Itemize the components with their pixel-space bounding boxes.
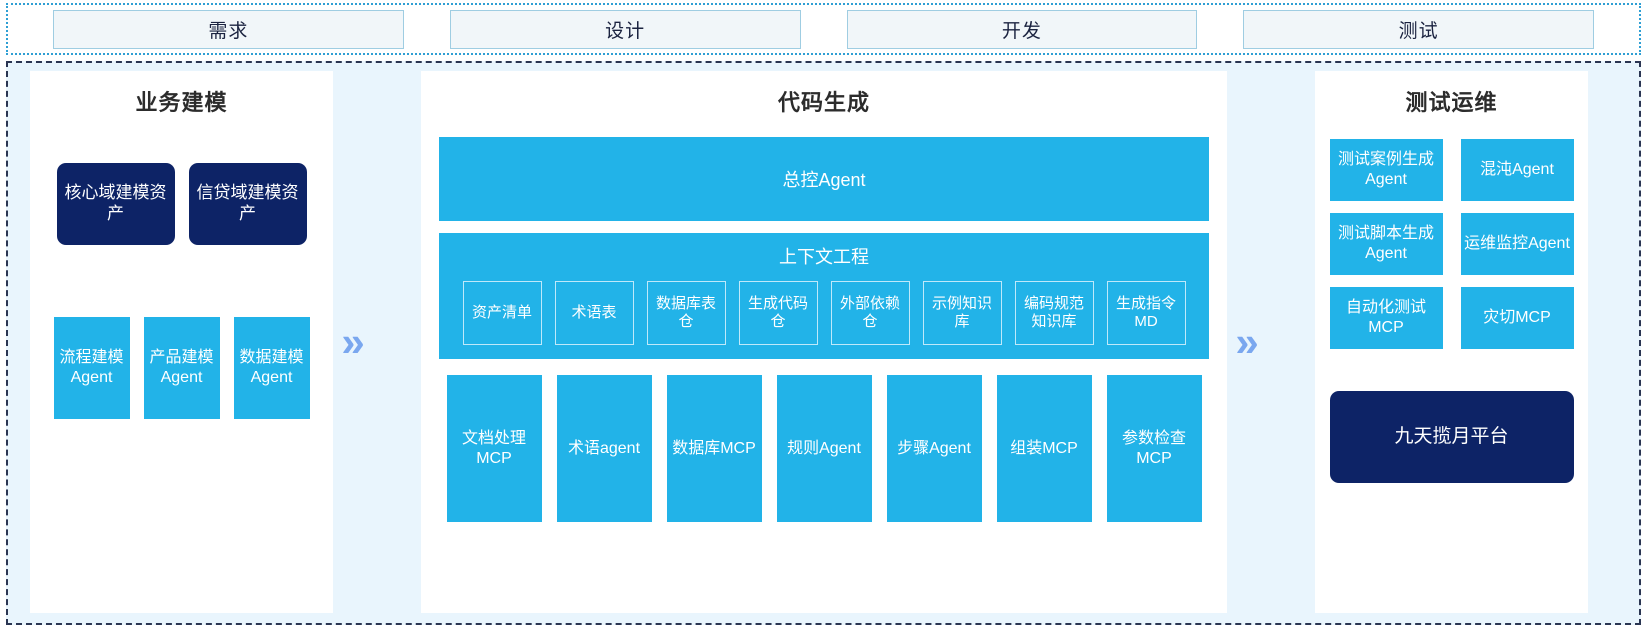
stage-item-development[interactable]: 开发: [846, 9, 1198, 49]
stage-label: 测试: [1398, 20, 1439, 42]
card-label: 自动化测试MCP: [1345, 299, 1426, 336]
context-item-generation-instruction-md[interactable]: 生成指令MD: [1106, 281, 1186, 345]
panel-test-operations: 测试运维 测试案例生成Agent 混沌Agent 测试脚本生成Agent 运维监…: [1315, 71, 1588, 613]
ops-card-automated-test-mcp[interactable]: 自动化测试MCP: [1329, 287, 1443, 349]
tool-card-rule-agent[interactable]: 规则Agent: [776, 375, 872, 522]
agent-card-product-modeling[interactable]: 产品建模Agent: [143, 317, 220, 419]
card-label: 测试案例生成Agent: [1337, 151, 1434, 188]
item-label: 资产清单: [471, 304, 532, 321]
context-item-row: 资产清单 术语表 数据库表仓 生成代码仓 外部依赖仓 示例知: [462, 281, 1186, 345]
card-label: 信贷域建模资产: [196, 183, 299, 223]
context-item-coding-standard-knowledge-base[interactable]: 编码规范知识库: [1014, 281, 1094, 345]
context-engineering-title: 上下文工程: [779, 247, 869, 267]
card-label: 术语agent: [567, 439, 641, 457]
item-label: 外部依赖仓: [839, 295, 900, 330]
item-label: 术语表: [571, 304, 617, 321]
tool-card-step-agent[interactable]: 步骤Agent: [886, 375, 982, 522]
context-item-db-table-repo[interactable]: 数据库表仓: [646, 281, 726, 345]
panel-code-generation: 代码生成 总控Agent 上下文工程 资产清单 术语表 数据库表仓: [421, 71, 1227, 613]
panel-title: 代码生成: [777, 90, 870, 115]
context-item-glossary[interactable]: 术语表: [554, 281, 634, 345]
platform-card-jiutian-lanyue[interactable]: 九天揽月平台: [1329, 391, 1574, 483]
stage-bar: 需求 设计 开发 测试: [6, 3, 1641, 55]
business-asset-card-row: 核心域建模资产 信贷域建模资产: [56, 163, 307, 245]
item-label: 数据库表仓: [655, 295, 716, 330]
panel-title: 业务建模: [135, 90, 228, 115]
tool-card-database-mcp[interactable]: 数据库MCP: [666, 375, 762, 522]
card-label: 流程建模Agent: [59, 349, 124, 386]
item-label: 生成指令MD: [1115, 295, 1176, 330]
test-ops-card-grid: 测试案例生成Agent 混沌Agent 测试脚本生成Agent 运维监控Agen…: [1329, 139, 1574, 349]
stage-item-requirements[interactable]: 需求: [53, 9, 404, 49]
ops-card-disaster-switch-mcp[interactable]: 灾切MCP: [1460, 287, 1574, 349]
item-label: 编码规范知识库: [1023, 295, 1084, 330]
card-label: 数据建模Agent: [239, 349, 304, 386]
ops-card-operations-monitoring-agent[interactable]: 运维监控Agent: [1460, 213, 1574, 275]
ops-card-test-case-generation-agent[interactable]: 测试案例生成Agent: [1329, 139, 1443, 201]
context-item-example-knowledge-base[interactable]: 示例知识库: [922, 281, 1002, 345]
card-label: 运维监控Agent: [1464, 235, 1570, 253]
asset-card-core-domain[interactable]: 核心域建模资产: [56, 163, 175, 245]
agent-card-data-modeling[interactable]: 数据建模Agent: [233, 317, 310, 419]
card-label: 核心域建模资产: [64, 183, 167, 223]
ops-card-chaos-agent[interactable]: 混沌Agent: [1460, 139, 1574, 201]
tool-card-assembly-mcp[interactable]: 组装MCP: [996, 375, 1092, 522]
panel-title: 测试运维: [1405, 90, 1498, 115]
card-label: 测试脚本生成Agent: [1337, 225, 1434, 262]
tool-card-parameter-check-mcp[interactable]: 参数检查MCP: [1106, 375, 1202, 522]
agent-card-process-modeling[interactable]: 流程建模Agent: [53, 317, 130, 419]
stage-label: 需求: [208, 20, 249, 42]
banner-label: 总控Agent: [782, 170, 866, 190]
context-engineering-block: 上下文工程 资产清单 术语表 数据库表仓 生成代码仓 外部依赖仓: [439, 233, 1209, 359]
main-container: 业务建模 核心域建模资产 信贷域建模资产 流程建模Agent 产品建模Agent…: [6, 61, 1641, 625]
card-label: 混沌Agent: [1480, 161, 1554, 179]
chevron-right-icon: »: [333, 71, 373, 613]
tool-card-glossary-agent[interactable]: 术语agent: [556, 375, 652, 522]
asset-card-credit-domain[interactable]: 信贷域建模资产: [188, 163, 307, 245]
stage-label: 设计: [605, 20, 646, 42]
card-label: 参数检查MCP: [1121, 429, 1186, 467]
card-label: 数据库MCP: [672, 439, 756, 457]
tool-card-document-processing-mcp[interactable]: 文档处理MCP: [446, 375, 542, 522]
business-agent-card-row: 流程建模Agent 产品建模Agent 数据建模Agent: [53, 317, 310, 419]
stage-item-testing[interactable]: 测试: [1243, 9, 1594, 49]
card-label: 文档处理MCP: [461, 429, 526, 467]
context-item-asset-list[interactable]: 资产清单: [462, 281, 542, 345]
item-label: 示例知识库: [931, 295, 992, 330]
ops-card-test-script-generation-agent[interactable]: 测试脚本生成Agent: [1329, 213, 1443, 275]
chevron-right-icon: »: [1227, 71, 1267, 613]
panel-business-modeling: 业务建模 核心域建模资产 信贷域建模资产 流程建模Agent 产品建模Agent…: [30, 71, 333, 613]
tool-card-row: 文档处理MCP 术语agent 数据库MCP 规则Agent 步骤Agent 组…: [446, 375, 1202, 522]
card-label: 产品建模Agent: [149, 349, 214, 386]
card-label: 九天揽月平台: [1394, 426, 1509, 448]
stage-label: 开发: [1001, 20, 1042, 42]
chevron-glyph: »: [1235, 318, 1259, 365]
chevron-glyph: »: [341, 318, 365, 365]
card-label: 灾切MCP: [1483, 309, 1551, 327]
stage-item-design[interactable]: 设计: [449, 9, 801, 49]
master-control-agent-banner[interactable]: 总控Agent: [439, 137, 1209, 221]
context-item-generated-code-repo[interactable]: 生成代码仓: [738, 281, 818, 345]
item-label: 生成代码仓: [747, 295, 808, 330]
card-label: 规则Agent: [787, 439, 861, 457]
context-item-external-dependency-repo[interactable]: 外部依赖仓: [830, 281, 910, 345]
card-label: 组装MCP: [1010, 439, 1078, 457]
card-label: 步骤Agent: [897, 439, 971, 457]
